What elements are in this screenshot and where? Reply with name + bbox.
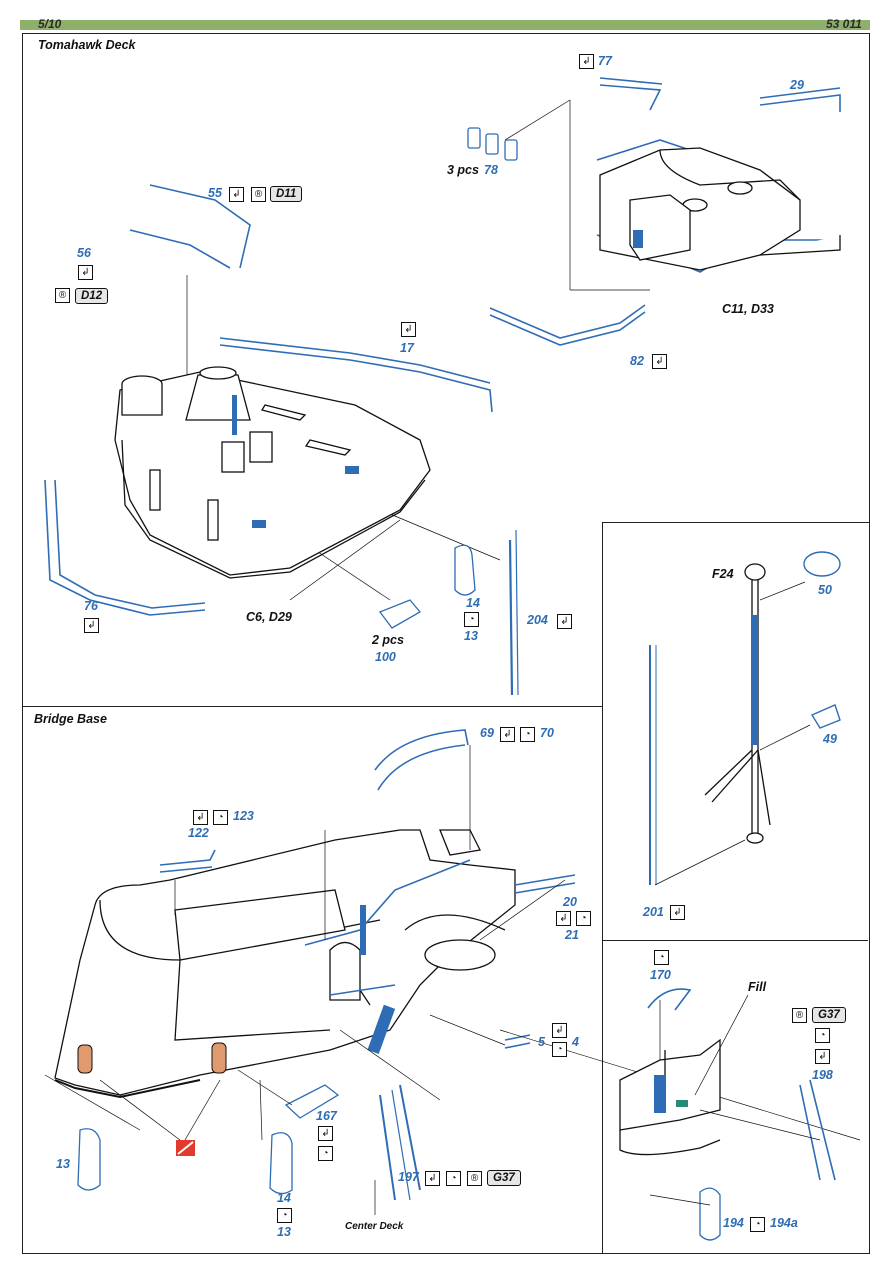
ref-c6-d29: C6, D29 xyxy=(246,610,292,624)
bend-icon: ↲ xyxy=(815,1049,830,1064)
part-55: 55 xyxy=(208,186,222,200)
part-69: 69 xyxy=(480,726,494,740)
roll-icon: ◔ xyxy=(464,612,479,627)
part-4: 4 xyxy=(572,1035,579,1049)
roll-icon: ◔ xyxy=(552,1042,567,1057)
part-100: 100 xyxy=(375,650,396,664)
ref-g37: G37 xyxy=(487,1170,521,1186)
part-167: 167 xyxy=(316,1109,337,1123)
part-170: 170 xyxy=(650,968,671,982)
part-194: 194 xyxy=(723,1216,744,1230)
roll-icon: ◔ xyxy=(520,727,535,742)
header-bar xyxy=(20,20,870,30)
part-122: 122 xyxy=(188,826,209,840)
roll-icon: ◔ xyxy=(213,810,228,825)
bend-icon: ↲ xyxy=(318,1126,333,1141)
detail-parts xyxy=(647,988,836,1181)
detail-panel-divider xyxy=(602,940,868,941)
ref-f24: F24 xyxy=(712,567,734,581)
bend-icon: ↲ xyxy=(425,1171,440,1186)
ref-d12: D12 xyxy=(75,288,109,304)
resin-icon: ® xyxy=(792,1008,807,1023)
part-14: 14 xyxy=(466,596,480,610)
bend-icon: ↲ xyxy=(401,322,416,337)
part-29: 29 xyxy=(790,78,804,92)
section-tomahawk-deck: Tomahawk Deck xyxy=(38,38,136,52)
roll-icon: ◔ xyxy=(576,911,591,926)
product-code: 53 011 xyxy=(826,17,862,31)
resin-parts xyxy=(77,1042,227,1074)
part-194a: 194a xyxy=(770,1216,798,1230)
part-123: 123 xyxy=(233,809,254,823)
roll-icon: ◔ xyxy=(446,1171,461,1186)
part-82: 82 xyxy=(630,354,644,368)
part-13-bridge: 13 xyxy=(56,1157,70,1171)
roll-icon: ◔ xyxy=(654,950,669,965)
part-50: 50 xyxy=(818,583,832,597)
mast-parts xyxy=(803,551,841,729)
bend-icon: ↲ xyxy=(193,810,208,825)
bend-icon: ↲ xyxy=(552,1023,567,1038)
bend-icon: ↲ xyxy=(652,354,667,369)
mast-panel xyxy=(602,522,869,1253)
part-201: 201 xyxy=(643,905,664,919)
section-bridge-base: Bridge Base xyxy=(34,712,107,726)
roll-icon: ◔ xyxy=(750,1217,765,1232)
part-76: 76 xyxy=(84,599,98,613)
bend-icon: ↲ xyxy=(78,265,93,280)
bend-icon: ↲ xyxy=(579,54,594,69)
part-5: 5 xyxy=(538,1035,545,1049)
roll-icon: ◔ xyxy=(815,1028,830,1043)
fill-detail xyxy=(619,1038,721,1156)
ref-c11-d33: C11, D33 xyxy=(722,302,774,316)
part-197: 197 xyxy=(398,1170,419,1184)
fill-label: Fill xyxy=(748,980,767,994)
part-20: 20 xyxy=(563,895,577,909)
warning-marker xyxy=(176,1140,195,1156)
part-70: 70 xyxy=(540,726,554,740)
outer-frame xyxy=(22,33,870,1254)
part-14-bridge: 14 xyxy=(277,1191,291,1205)
bridge-small-parts xyxy=(77,1084,340,1195)
resin-icon: ® xyxy=(251,187,266,202)
qty-100: 2 pcs xyxy=(372,633,404,647)
ref-d11: D11 xyxy=(270,186,303,202)
center-deck-label: Center Deck xyxy=(345,1221,404,1232)
c11-structure xyxy=(599,147,841,271)
part-49: 49 xyxy=(823,732,837,746)
divider-bridge xyxy=(22,706,602,707)
qty-78: 3 pcs xyxy=(447,163,479,177)
part-78: 78 xyxy=(484,163,498,177)
resin-icon: ® xyxy=(467,1171,482,1186)
bend-icon: ↲ xyxy=(670,905,685,920)
roll-icon: ◔ xyxy=(318,1146,333,1161)
bend-icon: ↲ xyxy=(84,618,99,633)
bridge-base-hull xyxy=(54,829,516,1099)
part-13-bridge-lower: 13 xyxy=(277,1225,291,1239)
bend-icon: ↲ xyxy=(229,187,244,202)
bend-icon: ↲ xyxy=(556,911,571,926)
ref-g37-detail: G37 xyxy=(812,1007,846,1023)
part-204: 204 xyxy=(527,613,548,627)
resin-icon: ® xyxy=(55,288,70,303)
part-77: 77 xyxy=(598,54,612,68)
part-56: 56 xyxy=(77,246,91,260)
bridge-etch-bits xyxy=(360,905,396,1055)
roll-icon: ◔ xyxy=(277,1208,292,1223)
bend-icon: ↲ xyxy=(500,727,515,742)
part-17: 17 xyxy=(400,341,414,355)
bridge-rails xyxy=(159,729,576,1201)
part-21: 21 xyxy=(565,928,579,942)
tomahawk-deck-hull xyxy=(114,366,431,579)
mast-drawing xyxy=(649,563,811,886)
bend-icon: ↲ xyxy=(557,614,572,629)
page-number: 5/10 xyxy=(38,17,62,31)
part-198: 198 xyxy=(812,1068,833,1082)
tomahawk-etch-bits xyxy=(232,395,359,528)
part-13: 13 xyxy=(464,629,478,643)
tomahawk-small-parts xyxy=(378,127,518,629)
